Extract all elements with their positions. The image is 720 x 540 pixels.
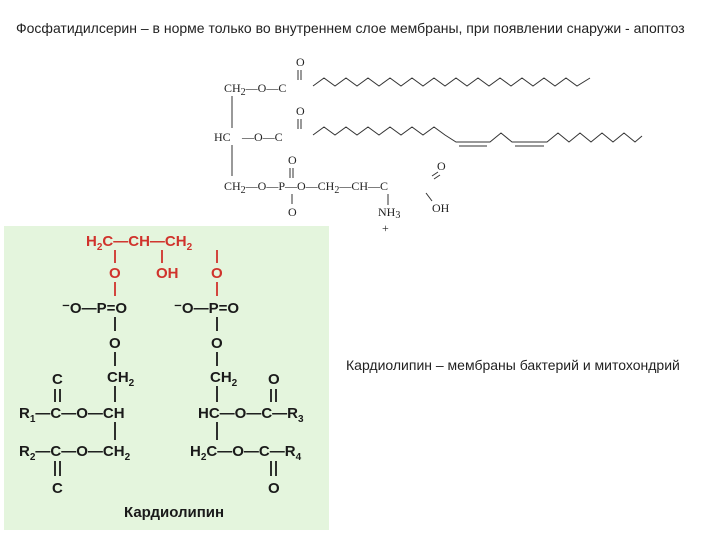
svg-text:O: O — [109, 265, 121, 282]
svg-text:HC—O—C—R3: HC—O—C—R3 — [198, 405, 304, 425]
svg-text:O: O — [211, 335, 223, 352]
phosphatidylserine-caption: Фосфатидилсерин – в норме только во внут… — [16, 20, 685, 36]
svg-text:NH3: NH3 — [378, 205, 400, 221]
svg-text:O: O — [109, 335, 121, 352]
svg-text:CH2: CH2 — [210, 369, 238, 389]
svg-text:O: O — [288, 205, 297, 219]
svg-text:O: O — [211, 265, 223, 282]
svg-text:OH: OH — [156, 265, 179, 282]
svg-text:H2C—CH—CH2: H2C—CH—CH2 — [86, 233, 193, 253]
svg-text:—O—C: —O—C — [241, 130, 283, 144]
fatty-acid-chain-1 — [312, 77, 591, 87]
cardiolipin-panel: H2C—CH—CH2 O OH O ⁻O—P=O O ⁻O—P=O O CH2 … — [4, 226, 329, 530]
svg-text:CH2—O—C: CH2—O—C — [224, 81, 286, 98]
svg-text:O: O — [437, 159, 446, 173]
svg-text:R2—C—O—CH2: R2—C—O—CH2 — [19, 443, 131, 463]
cardiolipin-panel-label: Кардиолипин — [124, 504, 224, 521]
cardiolipin-caption: Кардиолипин – мембраны бактерий и митохо… — [346, 357, 680, 373]
svg-text:⁻O—P=O: ⁻O—P=O — [174, 300, 239, 317]
svg-text:O: O — [296, 104, 305, 118]
svg-text:OH: OH — [432, 201, 450, 215]
svg-text:HC: HC — [214, 130, 231, 144]
svg-text:O: O — [296, 55, 305, 69]
svg-text:CH2: CH2 — [107, 369, 135, 389]
svg-text:+: + — [382, 221, 389, 235]
phosphatidylserine-structure: CH2—O—C O HC —O—C O CH2—O—P—O—CH2—CH—C O… — [214, 55, 643, 235]
svg-text:C: C — [52, 371, 63, 388]
svg-text:O: O — [288, 153, 297, 167]
fatty-acid-chain-2 — [312, 126, 643, 143]
svg-text:CH2—O—P—O—CH2—CH—C: CH2—O—P—O—CH2—CH—C — [224, 179, 388, 196]
svg-text:O: O — [268, 480, 280, 497]
svg-text:R1—C—O—CH: R1—C—O—CH — [19, 405, 125, 425]
svg-text:⁻O—P=O: ⁻O—P=O — [62, 300, 127, 317]
svg-text:H2C—O—C—R4: H2C—O—C—R4 — [190, 443, 302, 463]
svg-text:O: O — [268, 371, 280, 388]
svg-text:C: C — [52, 480, 63, 497]
